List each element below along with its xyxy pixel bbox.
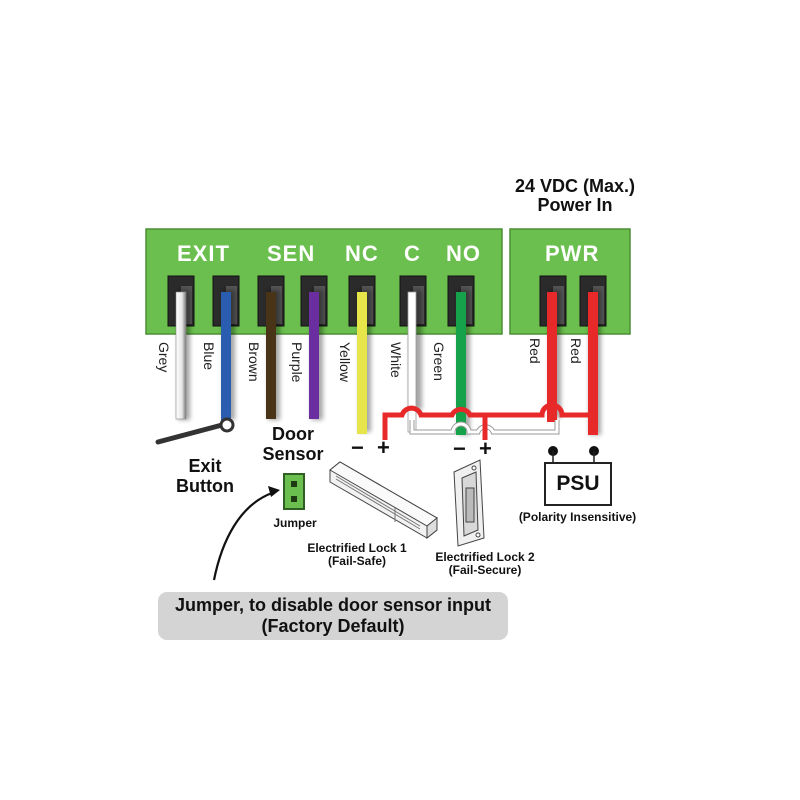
jumper-icon — [283, 473, 305, 510]
psu-box: PSU — [544, 462, 612, 506]
lock1-plus: + — [377, 435, 390, 460]
psu-note: (Polarity Insensitive) — [518, 510, 637, 524]
exit-button-switch — [155, 417, 235, 445]
power-input-voltage: 24 VDC (Max.) — [514, 176, 636, 196]
wires — [175, 291, 598, 440]
wire-label-red-2: Red — [568, 338, 584, 364]
callout-arrow — [212, 486, 280, 581]
door-sensor-label: Door Sensor — [262, 424, 324, 464]
strike-lock-icon — [453, 459, 485, 547]
jumper-callout: Jumper, to disable door sensor input (Fa… — [158, 592, 508, 640]
lock1-minus: − — [351, 435, 364, 460]
wire-label-blue: Blue — [201, 342, 217, 371]
wire-green — [456, 292, 466, 435]
wire-grey — [175, 291, 187, 420]
mag-lock-icon — [329, 461, 438, 540]
lock2-minus: − — [453, 436, 466, 461]
terminal-label-nc: NC — [345, 241, 379, 266]
wire-red-2 — [588, 292, 598, 435]
wire-purple — [309, 292, 319, 419]
wire-label-green: Green — [431, 342, 447, 381]
wire-label-yellow: Yellow — [337, 342, 353, 382]
lock2-plus: + — [479, 436, 492, 461]
lock1-label: Electrified Lock 1 (Fail-Safe) — [307, 541, 407, 569]
wire-label-purple: Purple — [289, 342, 305, 383]
lock2-label: Electrified Lock 2 (Fail-Secure) — [435, 550, 535, 578]
power-input-title: 24 VDC (Max.) Power In — [490, 177, 660, 215]
wire-yellow — [357, 292, 367, 434]
wire-label-brown: Brown — [246, 342, 262, 382]
power-input-caption: Power In — [537, 194, 613, 215]
terminal-label-no: NO — [446, 241, 481, 266]
terminal-label-pwr: PWR — [545, 241, 600, 266]
jumper-label: Jumper — [273, 516, 317, 530]
terminal-label-c: C — [404, 241, 421, 266]
terminal-label-exit: EXIT — [177, 241, 230, 266]
wire-label-grey: Grey — [156, 342, 172, 373]
wire-blue — [221, 292, 231, 422]
wire-brown — [266, 292, 276, 419]
terminal-label-sen: SEN — [267, 241, 316, 266]
wire-label-red-1: Red — [527, 338, 543, 364]
exit-button-label: Exit Button — [176, 456, 234, 496]
wire-label-white: White — [388, 342, 404, 378]
wire-red-1 — [547, 292, 557, 422]
